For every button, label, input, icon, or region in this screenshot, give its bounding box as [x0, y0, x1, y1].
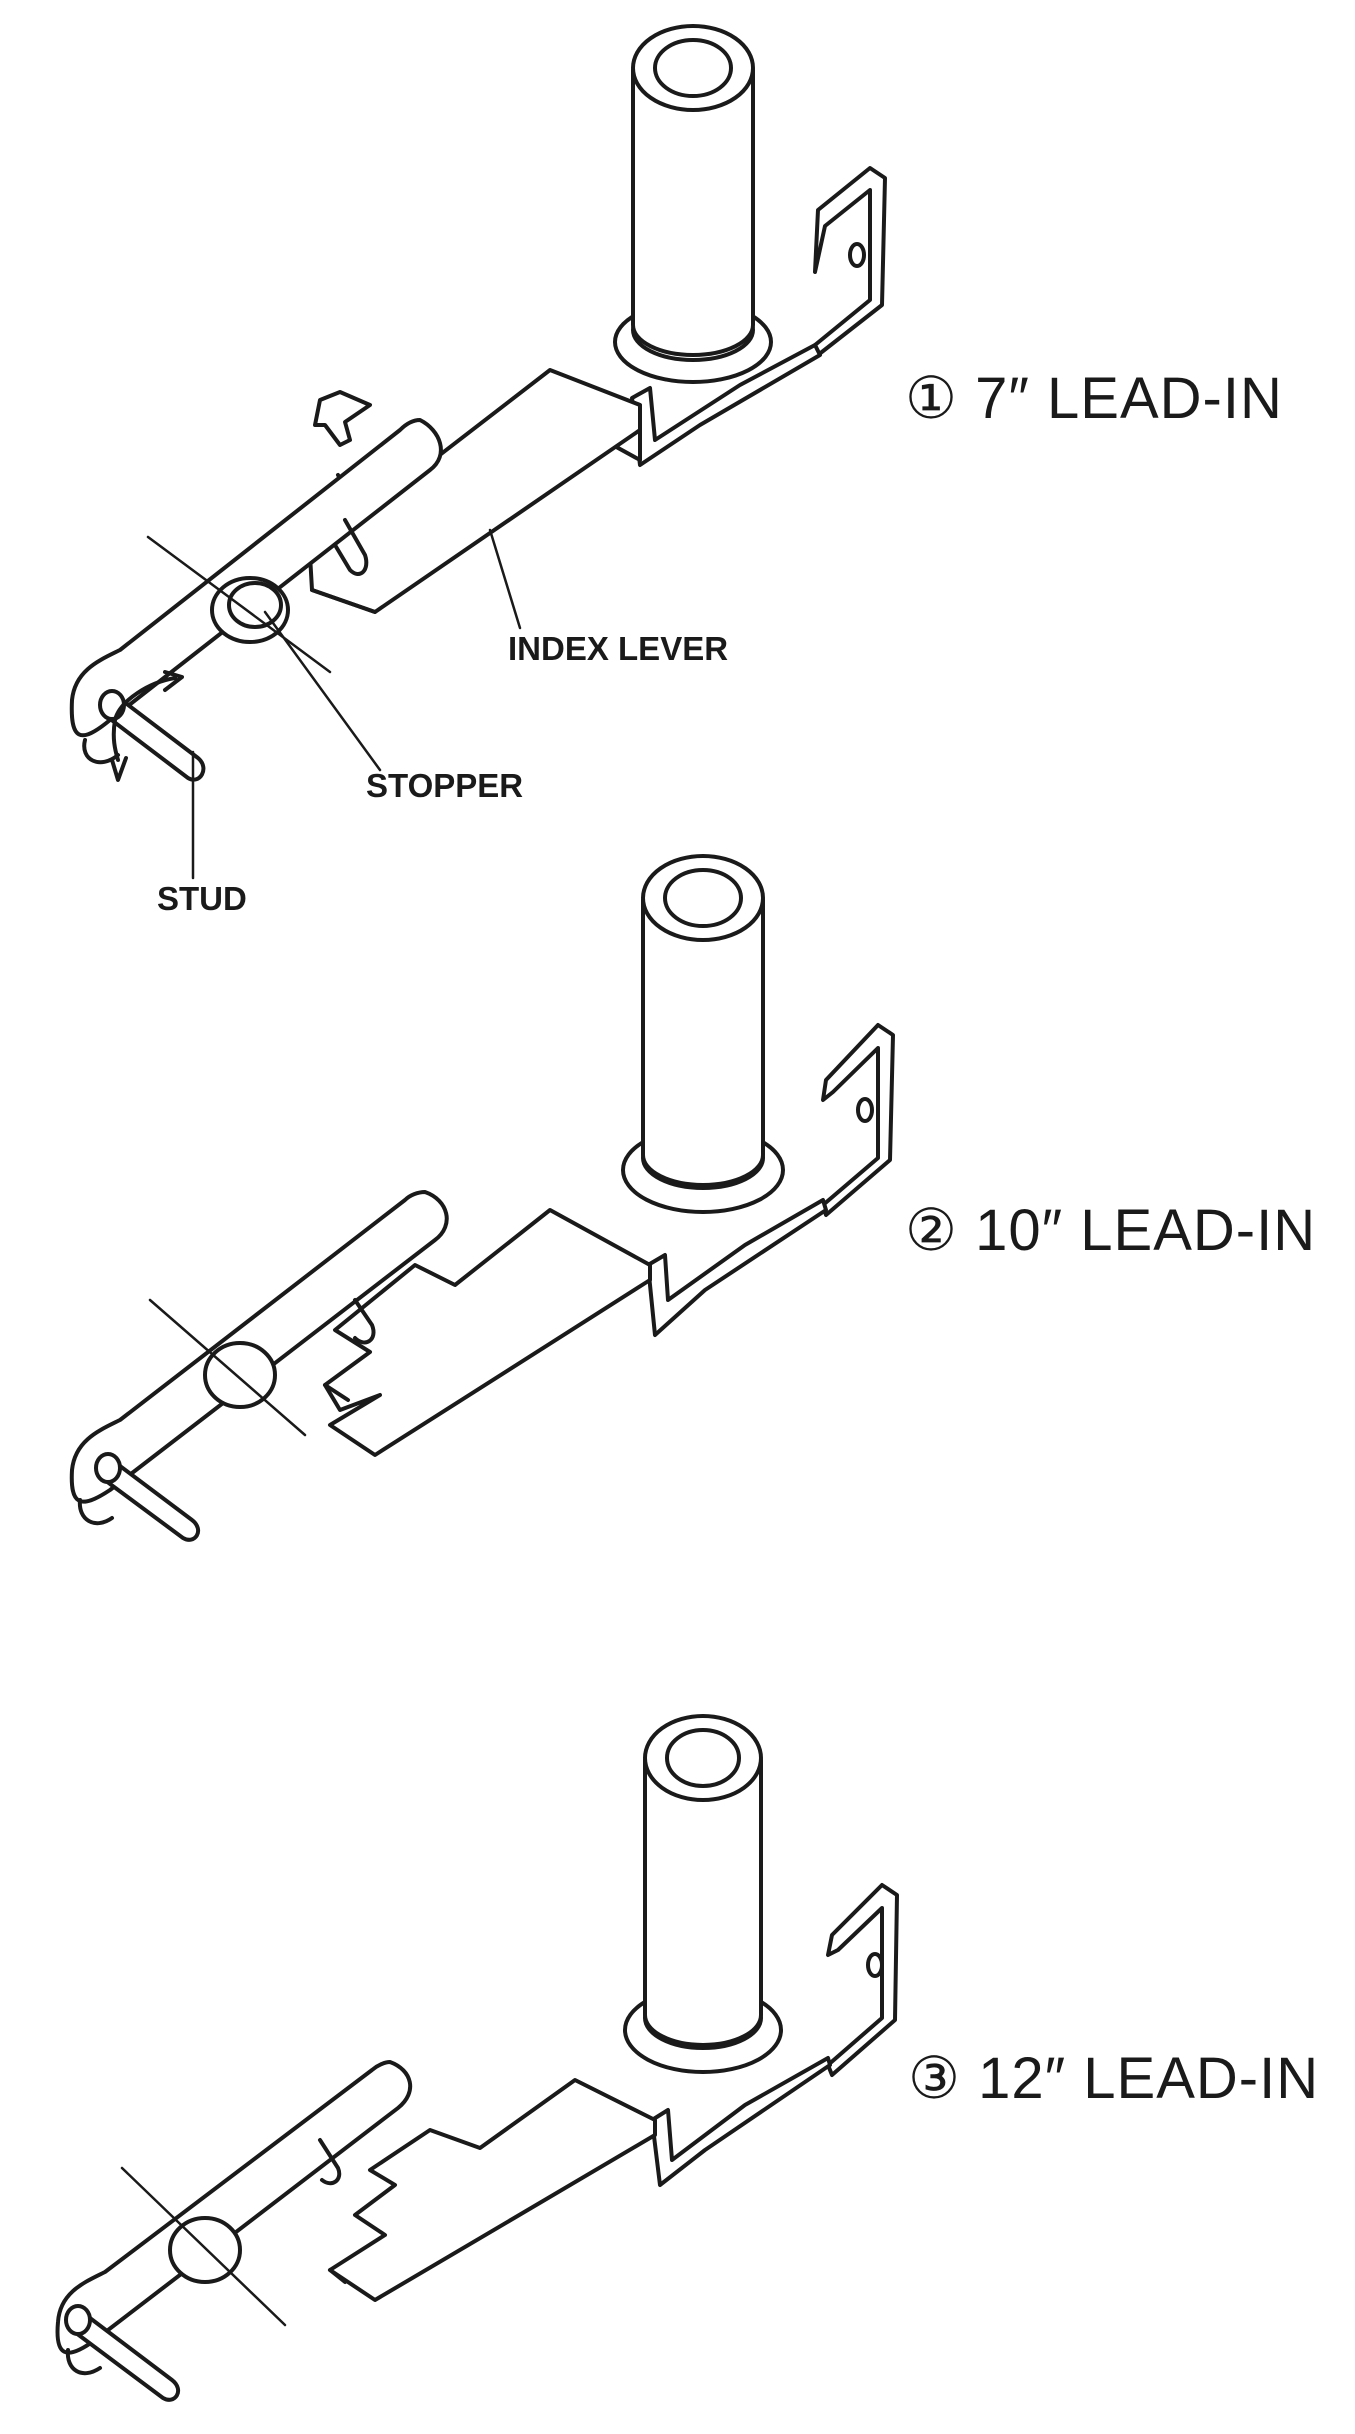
index-lever	[328, 2078, 657, 2302]
stud-pin	[94, 1452, 201, 1542]
caption-12-inch: ③ 12″ LEAD-IN	[908, 2046, 1319, 2111]
index-lever	[323, 1208, 652, 1457]
spindle-tube	[623, 1714, 783, 2074]
spindle-tube	[613, 24, 773, 384]
bracket	[650, 2056, 832, 2187]
callout-index-lever: INDEX LEVER	[508, 630, 728, 667]
figure-10-inch-lead-in: ② 10″ LEAD-IN	[69, 854, 1316, 1542]
bracket	[646, 1198, 828, 1337]
mounting-tab	[826, 1883, 899, 2077]
spindle-tube	[621, 854, 785, 1214]
mounting-tab	[813, 166, 887, 357]
caption-10-inch: ② 10″ LEAD-IN	[905, 1198, 1316, 1263]
stud-pin	[64, 2304, 181, 2402]
callout-stud: STUD	[157, 880, 247, 917]
callout-stopper: STOPPER	[366, 767, 523, 804]
lower-lever	[69, 1190, 449, 1526]
leader-index-lever	[488, 528, 522, 630]
figure-7-inch-lead-in: INDEX LEVER STOPPER STUD ① 7″ LEAD-IN	[69, 24, 1283, 917]
mounting-tab	[821, 1023, 895, 1217]
leader-stopper	[263, 610, 382, 772]
rotation-arrow	[110, 670, 184, 782]
caption-7-inch: ① 7″ LEAD-IN	[905, 366, 1283, 431]
figure-12-inch-lead-in: ③ 12″ LEAD-IN	[55, 1714, 1319, 2402]
